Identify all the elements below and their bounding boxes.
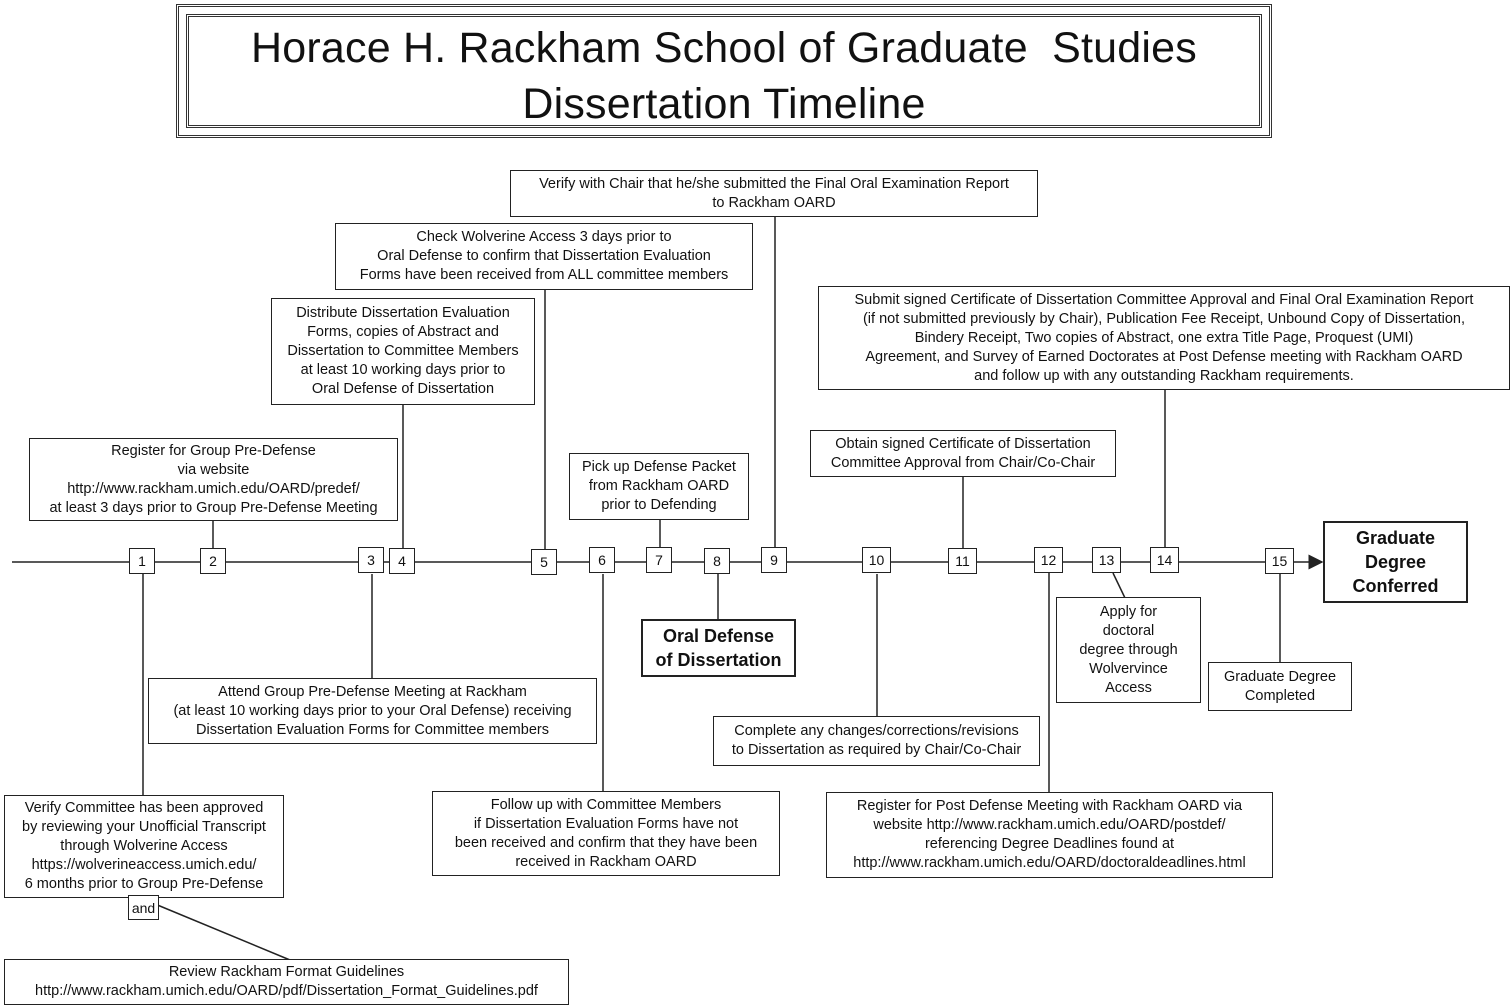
step-apply-degree-box: Apply for doctoral degree through Wolver… <box>1056 597 1201 703</box>
step-obtain-certificate-box: Obtain signed Certificate of Dissertatio… <box>810 430 1116 477</box>
diagram-title: Horace H. Rackham School of Graduate Stu… <box>251 24 1197 72</box>
and-connector-label: and <box>128 895 159 920</box>
timeline-marker-15: 15 <box>1265 548 1294 574</box>
timeline-marker-13: 13 <box>1092 547 1121 573</box>
timeline-marker-2: 2 <box>200 548 226 574</box>
timeline-marker-4: 4 <box>389 548 415 574</box>
step-pick-up-packet-box: Pick up Defense Packet from Rackham OARD… <box>569 453 749 520</box>
timeline-marker-10: 10 <box>862 547 891 573</box>
step-distribute-forms-box: Distribute Dissertation Evaluation Forms… <box>271 298 535 405</box>
step-verify-chair-box: Verify with Chair that he/she submitted … <box>510 170 1038 217</box>
timeline-marker-8: 8 <box>704 548 730 574</box>
step-verify-committee-box: Verify Committee has been approved by re… <box>4 795 284 898</box>
timeline-marker-6: 6 <box>589 547 615 573</box>
timeline-marker-11: 11 <box>948 548 977 574</box>
step-register-postdefense-box: Register for Post Defense Meeting with R… <box>826 792 1273 878</box>
timeline-marker-5: 5 <box>531 549 557 575</box>
step-oral-defense-box: Oral Defense of Dissertation <box>641 619 796 677</box>
step-degree-completed-box: Graduate Degree Completed <box>1208 662 1352 711</box>
degree-conferred-box: Graduate Degree Conferred <box>1323 521 1468 603</box>
diagram-subtitle: Dissertation Timeline <box>522 80 926 128</box>
step-review-format-guidelines-box: Review Rackham Format Guidelines http://… <box>4 959 569 1005</box>
step-submit-certificate-box: Submit signed Certificate of Dissertatio… <box>818 286 1510 390</box>
step-complete-changes-box: Complete any changes/corrections/revisio… <box>713 716 1040 766</box>
timeline-marker-12: 12 <box>1034 547 1063 573</box>
title-frame <box>176 4 1272 138</box>
timeline-marker-14: 14 <box>1150 547 1179 573</box>
step-check-wolverine-box: Check Wolverine Access 3 days prior to O… <box>335 223 753 290</box>
step-register-predefense-box: Register for Group Pre-Defense via websi… <box>29 438 398 521</box>
timeline-marker-7: 7 <box>646 547 672 573</box>
timeline-marker-1: 1 <box>129 548 155 574</box>
step-follow-up-box: Follow up with Committee Members if Diss… <box>432 791 780 876</box>
timeline-marker-9: 9 <box>761 547 787 573</box>
timeline-marker-3: 3 <box>358 547 384 573</box>
step-attend-predefense-box: Attend Group Pre-Defense Meeting at Rack… <box>148 678 597 744</box>
